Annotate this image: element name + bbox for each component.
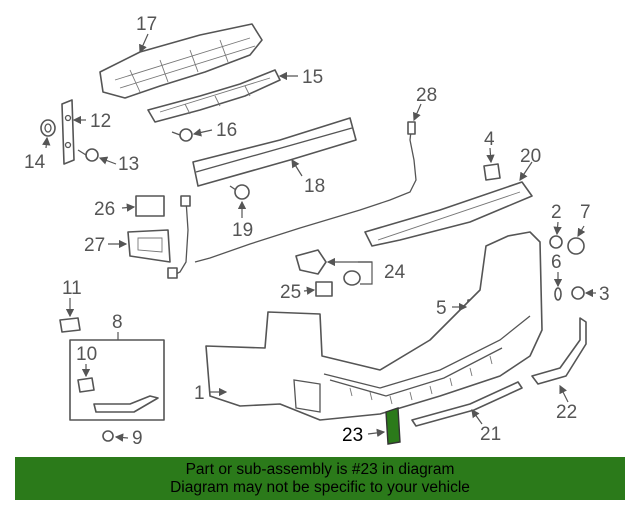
- part-3-bolt[interactable]: [571, 286, 585, 300]
- callout-28: 28: [416, 85, 437, 106]
- part-24-sensor[interactable]: [295, 249, 361, 286]
- callout-labels: 17 15 12 16 14 13 28 4 20 18 26 19 2 7 2…: [24, 14, 610, 449]
- part-20-garnish[interactable]: [364, 181, 533, 247]
- parts-diagram: 17 15 12 16 14 13 28 4 20 18 26 19 2 7 2…: [24, 14, 610, 449]
- part-19-connector[interactable]: [229, 184, 250, 200]
- part-25-pad[interactable]: [315, 281, 333, 297]
- callout-5: 5: [436, 298, 447, 319]
- callout-24: 24: [384, 262, 406, 283]
- callout-9: 9: [132, 428, 143, 449]
- leader-lines: [42, 33, 596, 442]
- callout-15: 15: [302, 67, 323, 88]
- callout-27: 27: [84, 235, 105, 256]
- callout-11: 11: [62, 278, 82, 299]
- callout-26: 26: [94, 199, 115, 220]
- callout-23: 23: [342, 425, 363, 446]
- callout-13: 13: [118, 154, 139, 175]
- info-banner: Part or sub-assembly is #23 in diagram D…: [15, 457, 625, 500]
- callout-22: 22: [556, 402, 577, 423]
- banner-line-2: Diagram may not be specific to your vehi…: [170, 479, 470, 496]
- callout-16: 16: [216, 120, 237, 141]
- callout-8: 8: [112, 312, 123, 333]
- callout-20: 20: [520, 146, 541, 167]
- part-13-bolt[interactable]: [77, 148, 99, 162]
- callout-10: 10: [76, 344, 97, 365]
- banner-line-1: Part or sub-assembly is #23 in diagram: [185, 461, 455, 478]
- part-18-impact-bar[interactable]: [192, 117, 357, 187]
- callout-18: 18: [304, 176, 325, 197]
- part-22-reflector[interactable]: [531, 317, 587, 385]
- part-21-molding[interactable]: [411, 381, 523, 427]
- callout-4: 4: [484, 129, 495, 150]
- callout-17: 17: [136, 14, 157, 35]
- part-11-clip[interactable]: [59, 317, 81, 333]
- part-12-bracket[interactable]: [61, 99, 75, 165]
- callout-14: 14: [24, 152, 46, 173]
- part-16-bolt[interactable]: [171, 128, 193, 142]
- part-27-bracket[interactable]: [127, 229, 171, 263]
- callout-6: 6: [551, 252, 562, 273]
- part-6-grommet[interactable]: [554, 287, 562, 301]
- part-17-absorber[interactable]: [99, 23, 263, 99]
- callout-3: 3: [599, 284, 610, 305]
- callout-25: 25: [280, 282, 301, 303]
- callout-19: 19: [232, 220, 253, 241]
- part-2-fastener[interactable]: [549, 235, 563, 249]
- part-7-cap[interactable]: [567, 237, 585, 255]
- part-26-pad[interactable]: [135, 195, 165, 217]
- part-9-screw[interactable]: [102, 430, 114, 442]
- callout-7: 7: [580, 202, 591, 223]
- part-4-clip[interactable]: [483, 163, 501, 181]
- callout-2: 2: [551, 202, 562, 223]
- callout-12: 12: [90, 111, 111, 132]
- part-8-kit[interactable]: [69, 339, 165, 421]
- part-23-highlighted[interactable]: [385, 407, 401, 445]
- callout-21: 21: [480, 424, 501, 445]
- part-1-bumper-fascia[interactable]: [205, 231, 543, 421]
- callout-1: 1: [194, 383, 205, 404]
- part-28-wiring-harness[interactable]: [167, 121, 417, 279]
- part-14-grommet[interactable]: [40, 119, 56, 137]
